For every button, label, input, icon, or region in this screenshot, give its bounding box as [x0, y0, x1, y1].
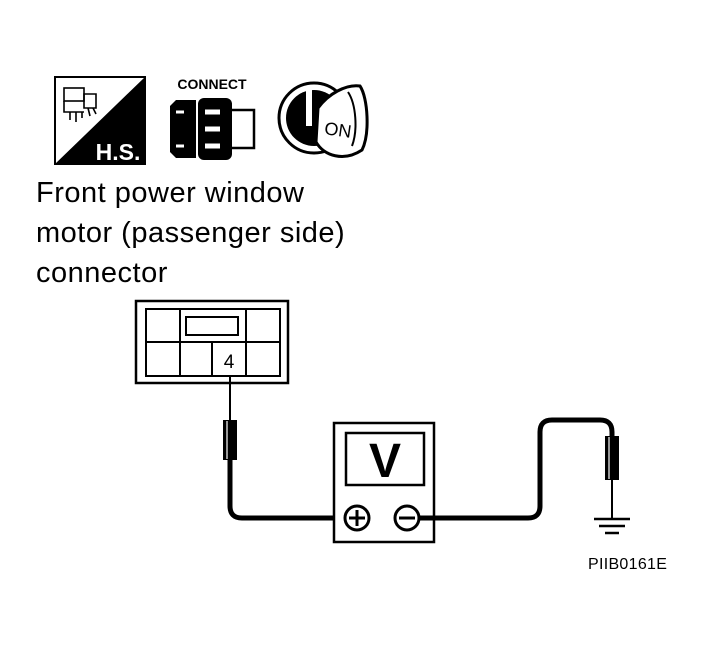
positive-probe-lead [223, 376, 340, 521]
negative-probe-lead [419, 417, 619, 521]
connector-label-line-3: connector [36, 257, 168, 289]
ignition-on-text: ON [323, 118, 353, 142]
voltmeter: V [332, 421, 436, 544]
harness-sign-text: H.S. [96, 139, 141, 165]
ground-icon [594, 517, 630, 535]
connect-text: CONNECT [177, 76, 247, 92]
harness-sign-icon: H.S. [54, 76, 146, 165]
connector-label-line-2: motor (passenger side) [36, 217, 346, 249]
positive-terminal-icon [343, 504, 371, 532]
figure-code: PIIB0161E [588, 556, 668, 573]
connector-label-line-1: Front power window [36, 177, 305, 209]
ignition-on-icon: ON [277, 81, 369, 158]
connector-face [134, 299, 290, 385]
negative-terminal-icon [393, 504, 421, 532]
voltmeter-symbol: V [369, 435, 401, 488]
connect-icon: CONNECT [170, 76, 256, 160]
terminal-number: 4 [224, 352, 235, 373]
